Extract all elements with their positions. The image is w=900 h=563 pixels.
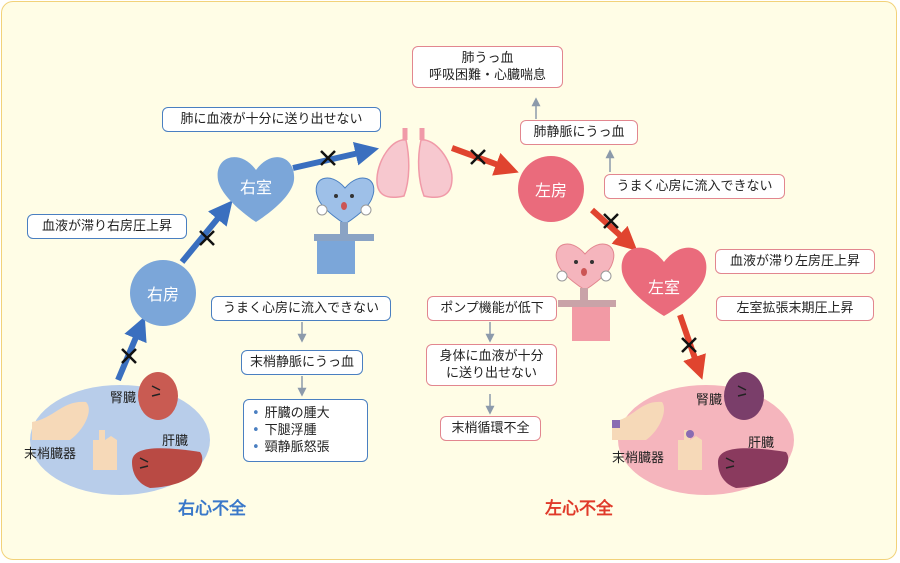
- body-not-sent-box: 身体に血液が十分 に送り出せない: [426, 344, 557, 386]
- left-pump-character-icon: [555, 243, 616, 341]
- pulmonary-congestion-sub: 呼吸困難・心臓喘息: [428, 68, 546, 83]
- left-ventricle-label: 左室: [647, 278, 680, 297]
- lv-end-diastolic-box: 左室拡張末期圧上昇: [716, 296, 874, 321]
- right-failure-title: 右心不全: [178, 499, 246, 519]
- pulmonary-vein-congestion-box: 肺静脈にうっ血: [520, 120, 638, 145]
- peripheral-failure-box: 末梢循環不全: [440, 416, 541, 441]
- right-kidney-icon: [724, 372, 764, 420]
- pulmonary-congestion-title: 肺うっ血: [461, 51, 514, 66]
- left-ventricle-node: 左室: [634, 266, 694, 306]
- lung-not-sent-box: 肺に血液が十分に送り出せない: [162, 107, 381, 132]
- symptom-item: 肝臓の腫大: [252, 405, 359, 422]
- right-liver-icon: [718, 448, 789, 488]
- symptom-item: 下腿浮腫: [252, 422, 359, 439]
- peripheral-vein-congestion-box: 末梢静脈にうっ血: [241, 350, 363, 375]
- la-cannot-inflow-box: うまく心房に流入できない: [604, 174, 785, 199]
- kidney-label: 腎臓: [696, 393, 723, 408]
- right-hand-icon: [678, 430, 702, 470]
- right-foot-icon: [612, 401, 665, 440]
- blood-stagnate-la-box: 血液が滞り左房圧上昇: [715, 249, 875, 274]
- blood-stagnate-ra-box: 血液が滞り右房圧上昇: [27, 214, 187, 239]
- left-failure-title: 左心不全: [545, 499, 613, 519]
- arrow-rv-to-lung: [292, 142, 380, 171]
- left-hand-icon: [93, 430, 117, 470]
- left-ventricle-heart: [621, 247, 707, 316]
- peripheral-organ-label: 末梢臓器: [612, 451, 665, 466]
- kidney-label: 腎臓: [110, 391, 137, 406]
- ra-cannot-inflow-box: うまく心房に流入できない: [211, 296, 391, 321]
- arrow-la-to-lv: [589, 207, 638, 251]
- right-ventricle-label: 右室: [239, 178, 272, 197]
- symptoms-box: 肝臓の腫大 下腿浮腫 頸静脈怒張: [243, 399, 368, 462]
- left-kidney-icon: [138, 372, 178, 420]
- left-atrium-label: 左房: [534, 181, 567, 200]
- block-x-mark: [121, 149, 697, 364]
- arrow-lung-to-la: [450, 145, 519, 176]
- right-atrium-label: 右房: [146, 285, 179, 304]
- pulmonary-congestion-box: 肺うっ血 呼吸困難・心臓喘息: [412, 46, 563, 88]
- symptom-item: 頸静脈怒張: [252, 439, 359, 456]
- peripheral-organ-label: 末梢臓器: [24, 447, 77, 462]
- left-atrium-node: 左房: [518, 156, 584, 222]
- liver-label: 肝臓: [748, 436, 775, 451]
- pump-decline-box: ポンプ機能が低下: [427, 296, 557, 321]
- right-ventricle-node: 右室: [226, 166, 286, 206]
- lungs-icon: [376, 128, 453, 199]
- left-foot-icon: [32, 401, 89, 440]
- arrow-ra-to-rv: [179, 200, 233, 264]
- left-liver-icon: [132, 448, 203, 488]
- right-ventricle-heart: [217, 157, 295, 222]
- symptom-list: 肝臓の腫大 下腿浮腫 頸静脈怒張: [252, 405, 359, 456]
- right-pump-character-icon: [314, 177, 375, 274]
- right-atrium-node: 右房: [130, 260, 196, 326]
- liver-label: 肝臓: [162, 434, 189, 449]
- arrow-organs-to-ra: [115, 316, 147, 382]
